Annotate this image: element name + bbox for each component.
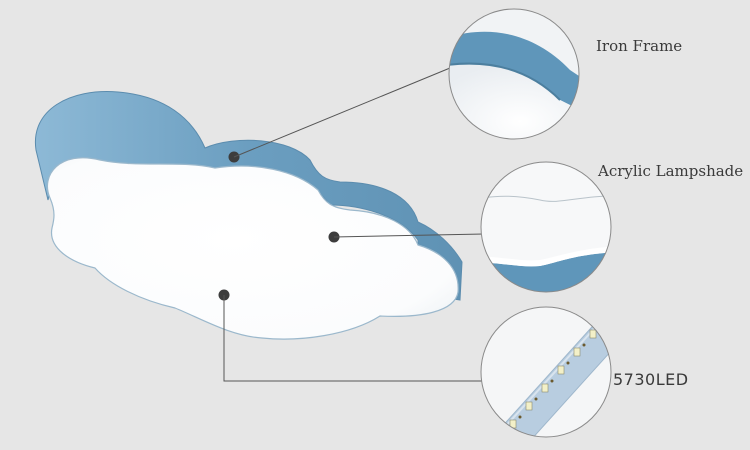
acrylic-lampshade-label: Acrylic Lampshade [598,162,744,180]
leader-line-led [223,295,482,382]
detail-circle-acrylic-lampshade [480,161,612,293]
led-label: 5730LED [613,370,689,389]
leader-line-frame [233,67,451,158]
iron-frame-label: Iron Frame [596,37,683,55]
lamp-shade [46,157,459,340]
detail-circle-led [480,306,612,438]
detail-circle-iron-frame [448,8,580,140]
leader-line-shade [333,233,485,238]
